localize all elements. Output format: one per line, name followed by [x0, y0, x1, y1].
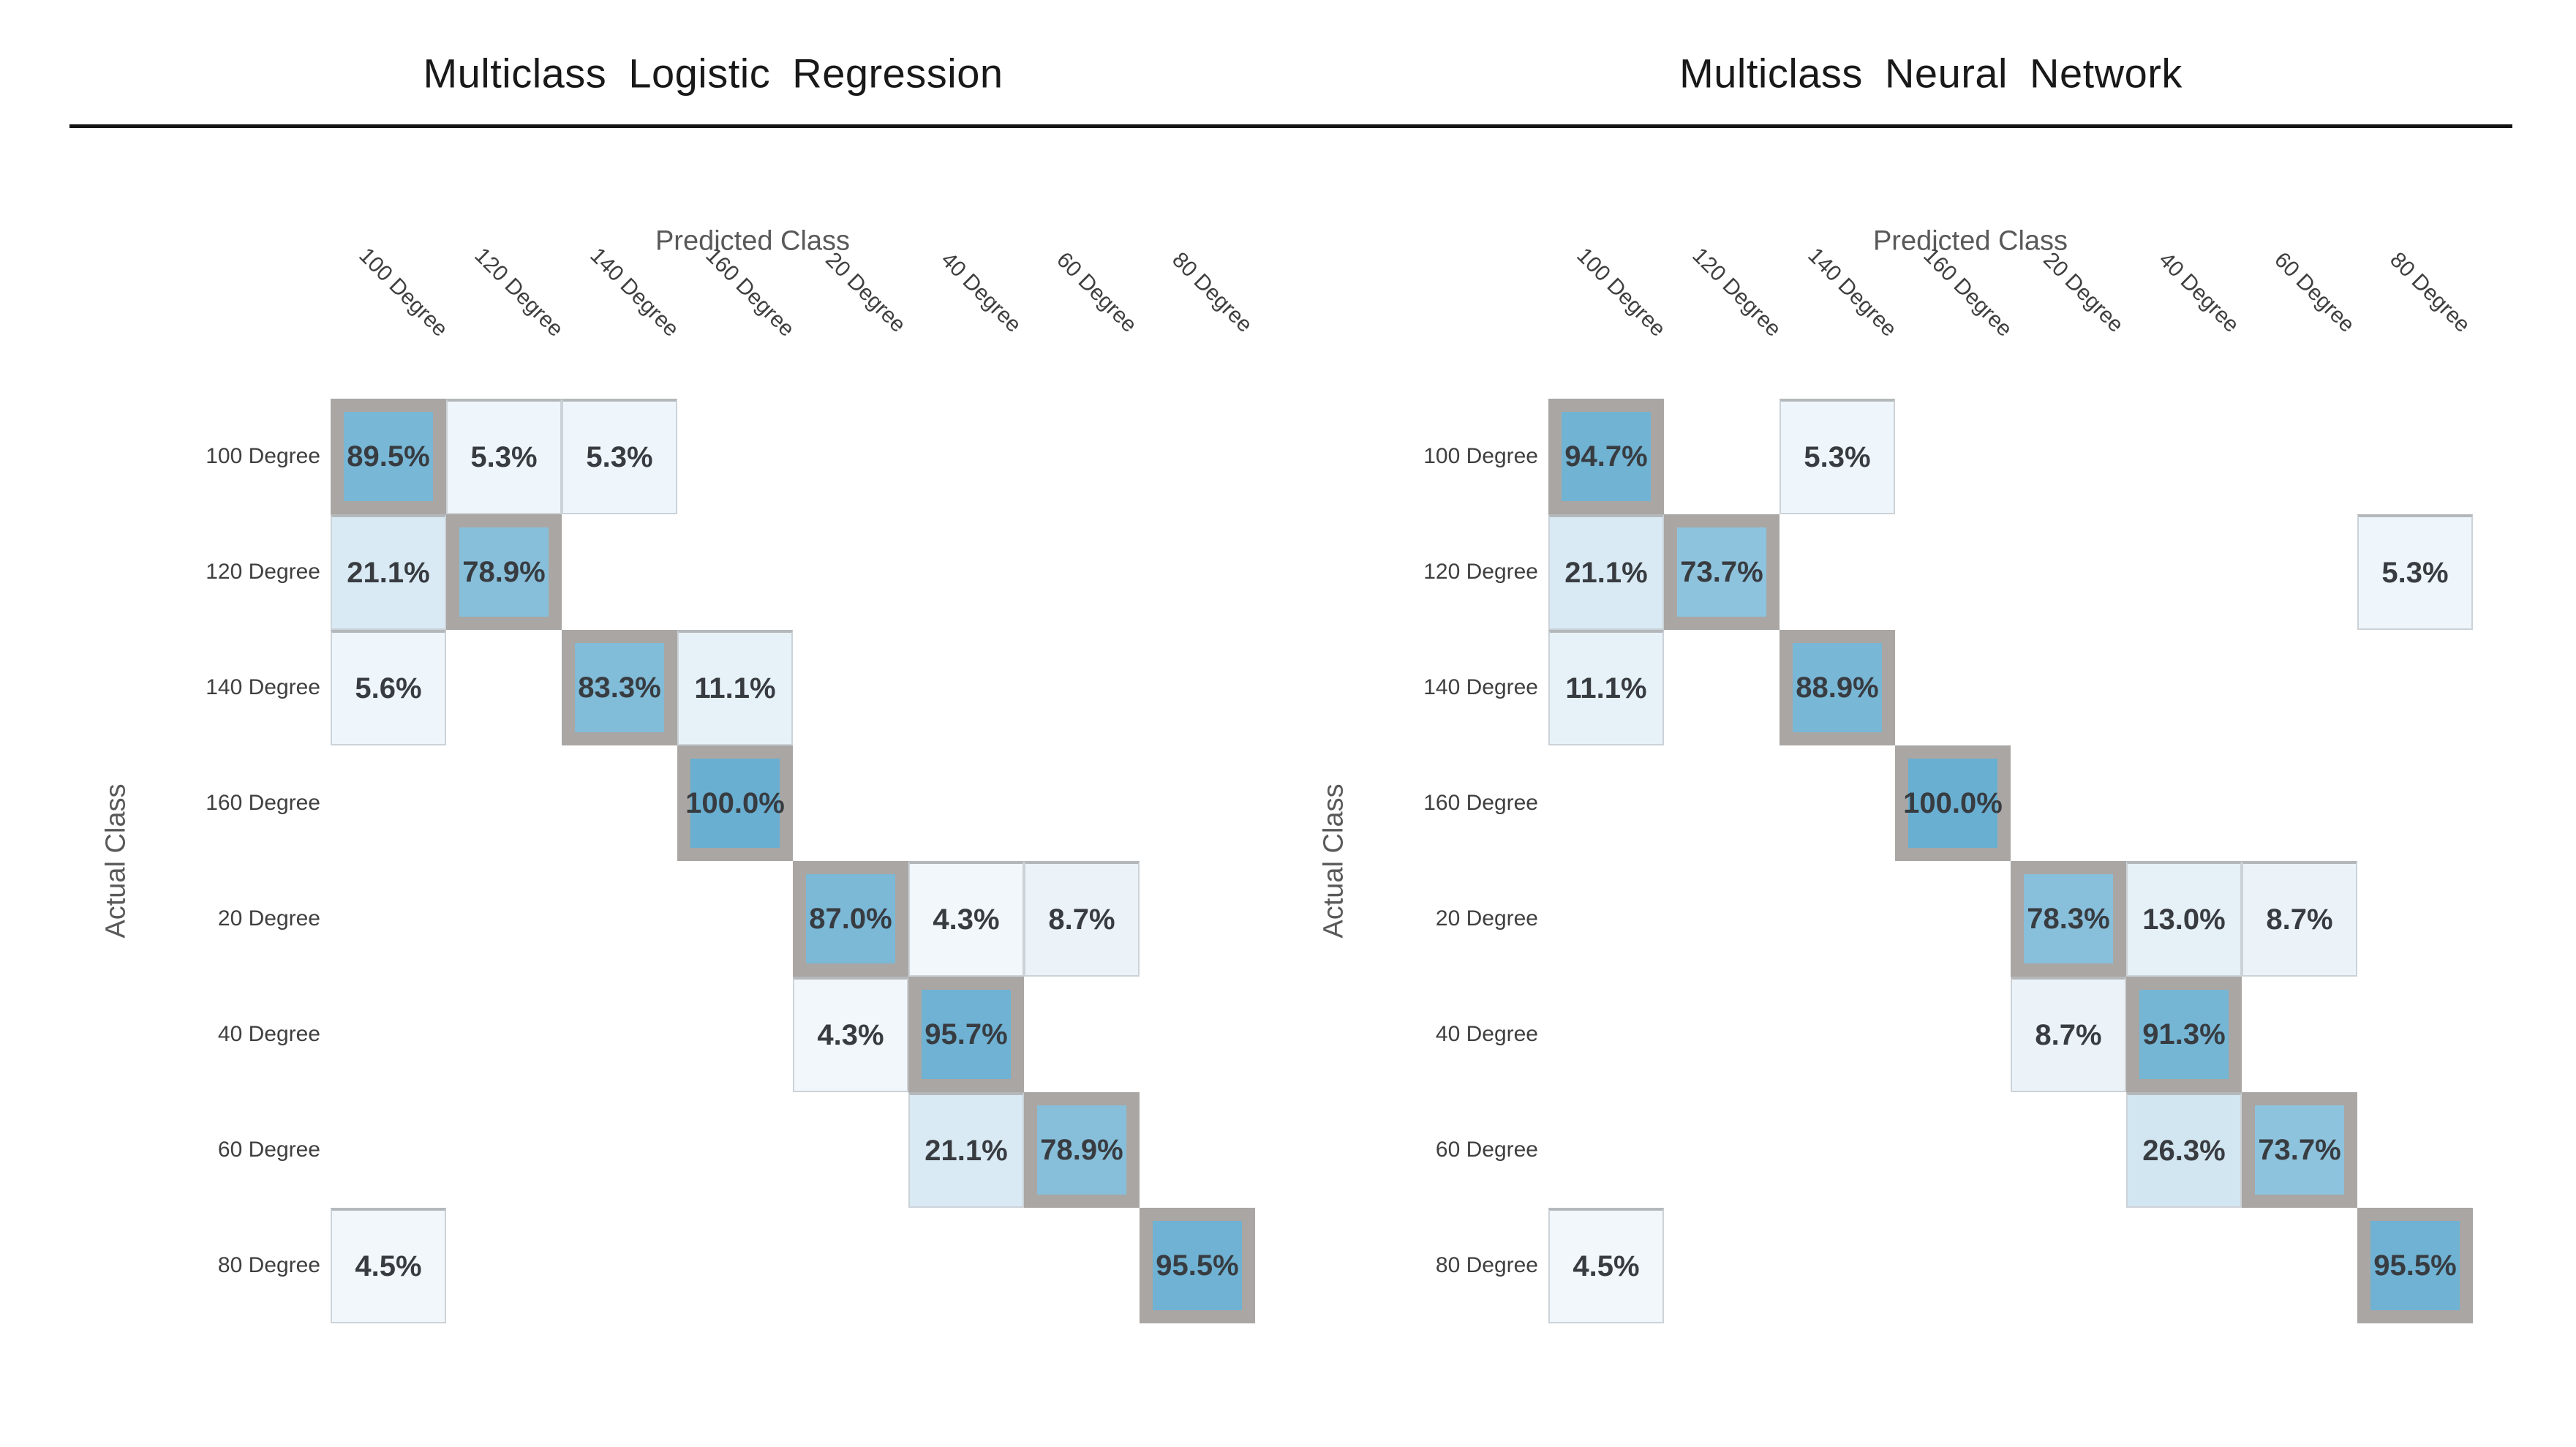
matrix-cell: 21.1%: [331, 514, 446, 630]
row-tick-label: 80 Degree: [1435, 1253, 1538, 1277]
column-tick-label: 100 Degree: [1572, 243, 1671, 342]
row-tick-label: 60 Degree: [1435, 1138, 1538, 1162]
matrix-cell-diagonal: 78.9%: [446, 514, 562, 630]
row-tick-label: 40 Degree: [217, 1022, 320, 1046]
matrix-cell: 5.3%: [2357, 514, 2473, 630]
row-tick-label: 160 Degree: [1423, 791, 1538, 815]
column-tick-label: 140 Degree: [1803, 243, 1902, 342]
row-tick-label: 100 Degree: [1423, 444, 1538, 468]
row-tick-label: 120 Degree: [1423, 560, 1538, 584]
matrix-cell-diagonal: 83.3%: [562, 630, 677, 745]
matrix-cell: 8.7%: [2011, 977, 2126, 1092]
actual-class-axis-label: Actual Class: [1318, 783, 1349, 939]
row-tick-label: 160 Degree: [206, 791, 320, 815]
matrix-cell: 4.5%: [1548, 1208, 1664, 1323]
row-tick-label: 20 Degree: [217, 906, 320, 931]
row-tick-label: 140 Degree: [1423, 675, 1538, 699]
matrix-cell-diagonal: 95.7%: [908, 977, 1024, 1092]
predicted-class-axis-label: Predicted Class: [655, 225, 851, 257]
row-tick-label: 40 Degree: [1435, 1022, 1538, 1046]
matrix-cell-diagonal: 88.9%: [1780, 630, 1895, 745]
matrix-cell: 5.6%: [331, 630, 446, 745]
matrix-cell-diagonal: 95.5%: [2357, 1208, 2473, 1323]
row-tick-label: 20 Degree: [1435, 906, 1538, 931]
column-tick-label: 60 Degree: [2270, 247, 2360, 337]
column-tick-label: 20 Degree: [2038, 247, 2128, 337]
matrix-cell-diagonal: 87.0%: [793, 861, 908, 977]
column-tick-label: 120 Degree: [1687, 243, 1786, 342]
matrix-cell-diagonal: 94.7%: [1548, 399, 1664, 514]
matrix-cell-diagonal: 78.9%: [1024, 1092, 1140, 1208]
row-tick-label: 120 Degree: [206, 560, 320, 584]
matrix-cell: 4.5%: [331, 1208, 446, 1323]
matrix-cell: 11.1%: [677, 630, 793, 745]
panel-title: Multiclass Neural Network: [1679, 50, 2183, 97]
row-tick-label: 140 Degree: [206, 675, 320, 699]
matrix-cell: 4.3%: [793, 977, 908, 1092]
matrix-cell-diagonal: 100.0%: [1895, 745, 2011, 861]
matrix-cell: 4.3%: [908, 861, 1024, 977]
column-tick-label: 80 Degree: [2385, 247, 2475, 337]
row-tick-label: 100 Degree: [206, 444, 320, 468]
matrix-cell: 21.1%: [1548, 514, 1664, 630]
matrix-cell: 5.3%: [1780, 399, 1895, 514]
column-tick-label: 160 Degree: [1918, 243, 2017, 342]
column-tick-label: 40 Degree: [2154, 247, 2244, 337]
predicted-class-axis-label: Predicted Class: [1872, 225, 2068, 257]
matrix-cell-diagonal: 95.5%: [1140, 1208, 1255, 1323]
title-divider: [69, 124, 2512, 128]
matrix-cell: 13.0%: [2126, 861, 2242, 977]
matrix-cell: 5.3%: [562, 399, 677, 514]
matrix-cell-diagonal: 73.7%: [1664, 514, 1780, 630]
panel-title: Multiclass Logistic Regression: [423, 50, 1003, 97]
matrix-cell: 5.3%: [446, 399, 562, 514]
matrix-cell: 21.1%: [908, 1092, 1024, 1208]
matrix-cell-diagonal: 91.3%: [2126, 977, 2242, 1092]
matrix-cell: 8.7%: [2242, 861, 2357, 977]
row-tick-label: 60 Degree: [217, 1138, 320, 1162]
matrix-cell-diagonal: 73.7%: [2242, 1092, 2357, 1208]
matrix-cell: 26.3%: [2126, 1092, 2242, 1208]
matrix-cell-diagonal: 89.5%: [331, 399, 446, 514]
matrix-cell: 11.1%: [1548, 630, 1664, 745]
matrix-cell-diagonal: 100.0%: [677, 745, 793, 861]
matrix-cell: 8.7%: [1024, 861, 1140, 977]
matrix-cell-diagonal: 78.3%: [2011, 861, 2126, 977]
row-tick-label: 80 Degree: [217, 1253, 320, 1277]
